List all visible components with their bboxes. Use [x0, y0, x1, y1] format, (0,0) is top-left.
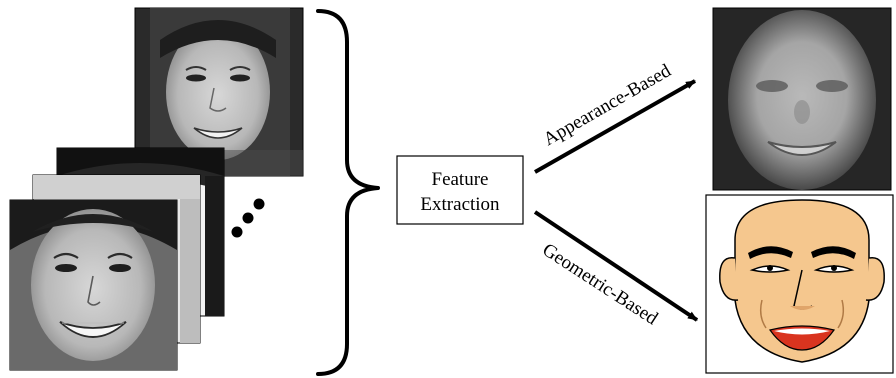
appearance-arrow	[534, 79, 696, 174]
cartoon-face-image	[705, 194, 894, 374]
mean-face-image	[712, 7, 892, 191]
more-faces-ellipsis	[231, 198, 265, 238]
input-face-stack	[9, 7, 304, 371]
face-photo-front	[9, 199, 178, 371]
feature-extraction-label-line1: Feature	[432, 169, 489, 190]
feature-extraction-label-line2: Extraction	[420, 194, 500, 215]
feature-extraction-box: Feature Extraction	[396, 155, 524, 225]
grouping-brace	[316, 9, 380, 376]
geometric-arrow	[533, 210, 699, 322]
